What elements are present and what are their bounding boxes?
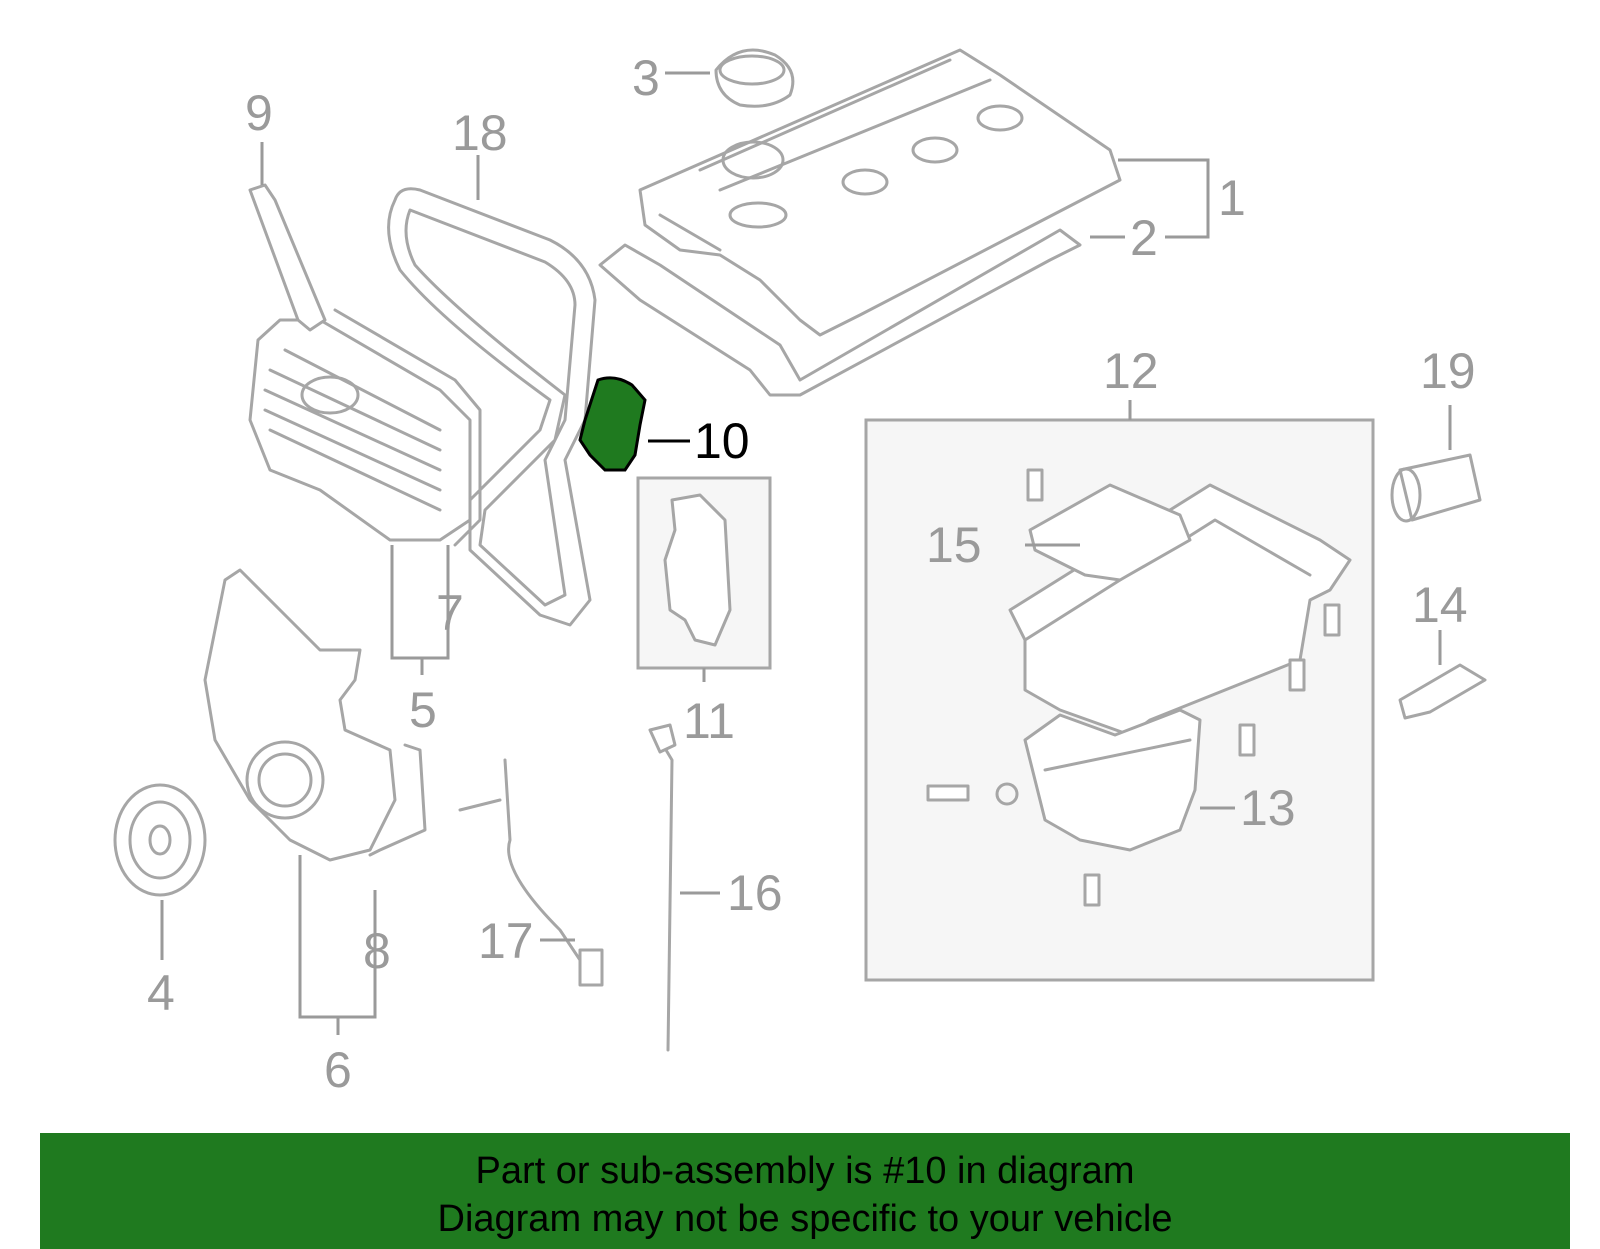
banner-line-2: Diagram may not be specific to your vehi… <box>437 1198 1173 1240</box>
oil-pan-lower-part[interactable] <box>1023 708 1202 852</box>
timing-cover-gasket-part[interactable] <box>333 308 482 547</box>
callout-17[interactable]: 17 <box>478 913 534 969</box>
valve-cover-gasket-part[interactable] <box>598 228 1082 397</box>
bracket-part[interactable] <box>248 183 327 332</box>
callout-5[interactable]: 5 <box>409 682 437 738</box>
callout-18[interactable]: 18 <box>452 105 508 161</box>
callout-6[interactable]: 6 <box>324 1042 352 1098</box>
callout-14[interactable]: 14 <box>1412 577 1468 633</box>
dipstick-part[interactable] <box>648 723 677 1052</box>
crankshaft-pulley-part[interactable] <box>113 783 207 897</box>
callout-8[interactable]: 8 <box>363 923 391 979</box>
callout-19[interactable]: 19 <box>1420 343 1476 399</box>
callout-4[interactable]: 4 <box>147 965 175 1021</box>
oil-filter-part[interactable] <box>1390 453 1482 523</box>
callout-10[interactable]: 10 <box>694 413 750 469</box>
timing-belt-part[interactable] <box>387 187 597 627</box>
banner-line-1: Part or sub-assembly is #10 in diagram <box>475 1150 1135 1192</box>
callout-1[interactable]: 1 <box>1218 170 1246 226</box>
oil-pump-gasket-part[interactable] <box>663 493 732 647</box>
highlighted-part-10[interactable] <box>578 376 647 472</box>
timing-cover-upper-part[interactable] <box>248 318 472 542</box>
oil-filler-cap-part[interactable] <box>714 48 795 108</box>
timing-cover-lower-part[interactable] <box>203 568 397 862</box>
valve-cover-part[interactable] <box>638 48 1122 337</box>
bolt-parts <box>926 468 1341 907</box>
callout-15[interactable]: 15 <box>926 517 982 573</box>
info-banner: Part or sub-assembly is #10 in diagram D… <box>40 1133 1570 1249</box>
callout-16[interactable]: 16 <box>727 865 783 921</box>
timing-cover-lower-gasket-part[interactable] <box>368 743 427 857</box>
callout-9[interactable]: 9 <box>245 85 273 141</box>
dipstick-tube-part[interactable] <box>458 758 604 987</box>
callout-2[interactable]: 2 <box>1130 210 1158 266</box>
callout-11[interactable]: 11 <box>683 693 735 749</box>
leader-lines <box>160 71 1452 1035</box>
callout-3[interactable]: 3 <box>632 50 660 106</box>
callout-13[interactable]: 13 <box>1240 780 1296 836</box>
baffle-plate-part[interactable] <box>1028 483 1192 582</box>
callout-12[interactable]: 12 <box>1103 343 1159 399</box>
callout-7[interactable]: 7 <box>436 585 464 641</box>
sealant-tube-part[interactable] <box>1398 663 1487 720</box>
